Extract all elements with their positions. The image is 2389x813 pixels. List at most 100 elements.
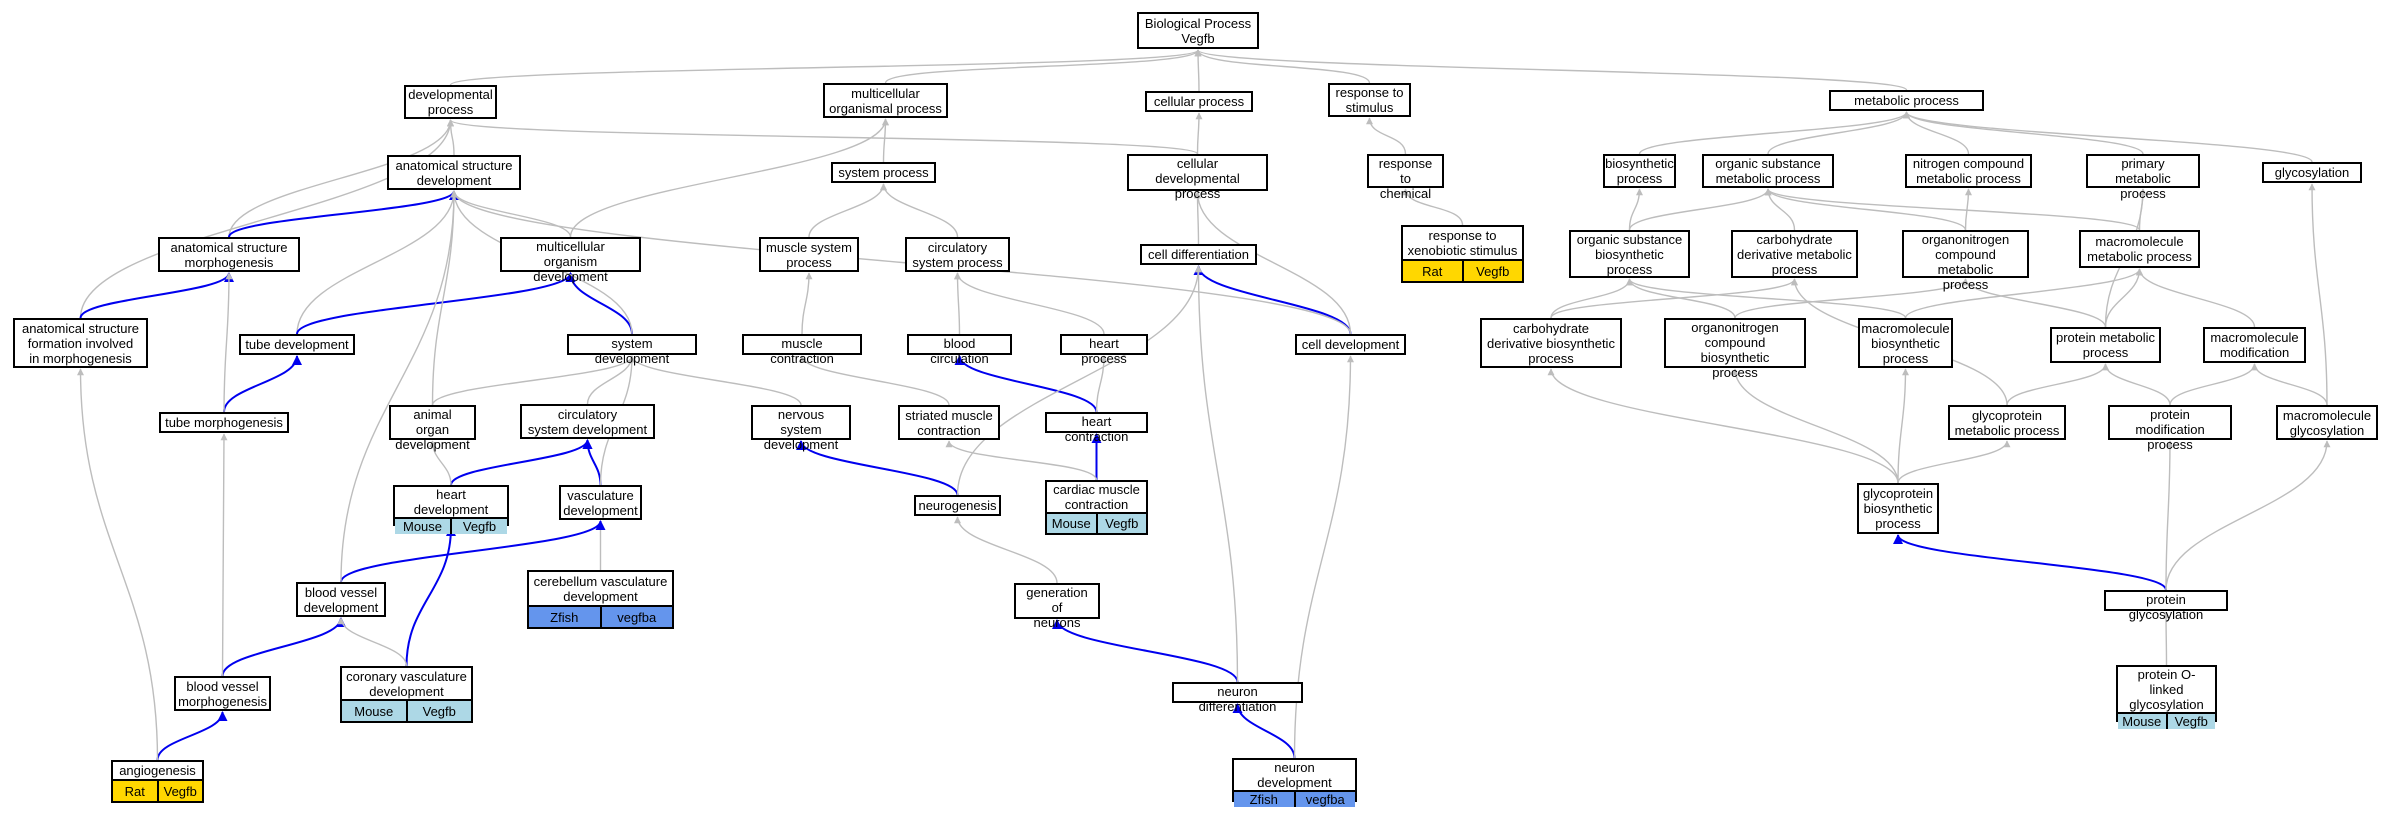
go-term-glycosylation[interactable]: glycosylation xyxy=(2262,162,2362,183)
edge-mop-to-bp xyxy=(884,49,1202,84)
go-term-protein-modification-process[interactable]: protein modification process xyxy=(2108,405,2232,452)
go-term-cellular-developmental-process[interactable]: cellular developmental process xyxy=(1127,154,1268,201)
go-term-blood-vessel-morphogenesis[interactable]: blood vessel morphogenesis xyxy=(174,676,271,711)
edge-dev-to-bp xyxy=(449,49,1202,86)
go-term-label: cerebellum vasculature development xyxy=(533,573,668,604)
gene-tag: vegfba xyxy=(599,607,672,627)
go-term-organic-substance-biosynthetic-process[interactable]: organic substance biosynthetic process xyxy=(1569,230,1690,278)
go-term-generation-of-neurons[interactable]: generation of neurons xyxy=(1014,583,1100,630)
edge-heartd-to-aod xyxy=(429,440,452,486)
go-term-developmental-process[interactable]: developmental process xyxy=(404,85,497,119)
go-term-heart-contraction[interactable]: heart contraction xyxy=(1045,412,1148,444)
go-term-macromolecule-glycosylation[interactable]: macromolecule glycosylation xyxy=(2276,405,2378,440)
edge-ocmp-to-osmp xyxy=(1764,188,1967,231)
go-term-cell-development[interactable]: cell development xyxy=(1295,334,1406,355)
go-term-neurogenesis[interactable]: neurogenesis xyxy=(914,495,1001,516)
go-term-label: cell development xyxy=(1301,337,1400,352)
go-term-anatomical-structure-development[interactable]: anatomical structure development xyxy=(387,155,521,190)
go-term-glycoprotein-metabolic-process[interactable]: glycoprotein metabolic process xyxy=(1948,405,2066,440)
go-term-protein-metabolic-process[interactable]: protein metabolic process xyxy=(2050,327,2161,363)
go-term-label: macromolecule metabolic process xyxy=(2087,234,2192,264)
go-term-cell-differentiation[interactable]: cell differentiation xyxy=(1140,244,1257,265)
edge-mglyc-to-glycos xyxy=(2308,183,2328,406)
go-term-circulatory-system-development[interactable]: circulatory system development xyxy=(520,404,655,439)
go-term-macromolecule-metabolic-process[interactable]: macromolecule metabolic process xyxy=(2079,230,2200,268)
go-term-label: primary metabolic process xyxy=(2115,156,2171,201)
go-term-organic-substance-metabolic-process[interactable]: organic substance metabolic process xyxy=(1702,154,1834,188)
edge-cdp-to-cp xyxy=(1195,112,1203,155)
go-term-anatomical-structure-morphogenesis[interactable]: anatomical structure morphogenesis xyxy=(158,237,300,272)
gene-tag: Vegfb xyxy=(1461,261,1522,281)
go-term-muscle-system-process[interactable]: muscle system process xyxy=(759,237,859,272)
edge-rtc-to-rts xyxy=(1366,117,1407,155)
edge-aod-to-sysd xyxy=(431,355,636,406)
go-term-organonitrogen-compound-metabolic-process[interactable]: organonitrogen compound metabolic proces… xyxy=(1902,230,2029,292)
go-term-label: organonitrogen compound metabolic proces… xyxy=(1921,232,2010,292)
go-term-carbohydrate-derivative-metabolic-process[interactable]: carbohydrate derivative metabolic proces… xyxy=(1731,230,1858,278)
go-term-striated-muscle-contraction[interactable]: striated muscle contraction xyxy=(898,405,1000,440)
go-term-cellular-process[interactable]: cellular process xyxy=(1145,91,1253,112)
go-term-macromolecule-biosynthetic-process[interactable]: macromolecule biosynthetic process xyxy=(1858,318,1953,368)
go-term-protein-glycosylation[interactable]: protein glycosylation xyxy=(2104,590,2228,622)
go-term-primary-metabolic-process[interactable]: primary metabolic process xyxy=(2086,154,2200,201)
go-term-animal-organ-development[interactable]: animal organ development xyxy=(389,405,476,452)
go-term-multicellular-organism-development[interactable]: multicellular organism development xyxy=(500,237,641,284)
go-term-heart-process[interactable]: heart process xyxy=(1060,334,1148,366)
go-term-glycoprotein-biosynthetic-process[interactable]: glycoprotein biosynthetic process xyxy=(1857,483,1939,534)
go-term-label: protein O-linked glycosylation xyxy=(2129,667,2204,712)
edge-mod-to-asd xyxy=(450,190,572,238)
go-term-vasculature-development[interactable]: vasculature development xyxy=(559,485,642,520)
edge-ndev-to-nd xyxy=(1232,703,1296,759)
gene-tag: Vegfb xyxy=(1095,514,1146,533)
go-term-label: muscle contraction xyxy=(770,336,834,366)
go-term-anatomical-structure-formation-involved-in-morphogenesis[interactable]: anatomical structure formation involved … xyxy=(13,318,148,368)
edge-bvd-to-asd xyxy=(340,190,458,583)
go-term-blood-circulation[interactable]: blood circulation xyxy=(907,334,1012,366)
go-term-neuron-differentiation[interactable]: neuron differentiation xyxy=(1172,682,1303,714)
edge-celldev-to-asd xyxy=(450,190,1352,335)
go-term-tube-development[interactable]: tube development xyxy=(239,334,355,355)
go-term-response-to-stimulus[interactable]: response to stimulus xyxy=(1328,83,1411,117)
go-term-blood-vessel-development[interactable]: blood vessel development xyxy=(296,582,386,617)
edge-asf-to-asm xyxy=(79,272,234,319)
edge-hp-to-csp xyxy=(954,272,1105,335)
edge-celldev-to-celld xyxy=(1193,265,1352,335)
edge-angio-to-asf xyxy=(77,368,159,761)
go-term-carbohydrate-derivative-biosynthetic-process[interactable]: carbohydrate derivative biosynthetic pro… xyxy=(1480,318,1622,368)
edge-cvascd-to-heartd xyxy=(405,526,456,667)
go-term-circulatory-system-process[interactable]: circulatory system process xyxy=(905,237,1010,272)
go-term-macromolecule-modification[interactable]: macromolecule modification xyxy=(2203,327,2306,363)
go-term-tube-morphogenesis[interactable]: tube morphogenesis xyxy=(159,412,289,433)
edge-mbp-to-osbp xyxy=(1626,278,1907,319)
go-term-biological-process-vegfb[interactable]: Biological Process Vegfb xyxy=(1137,12,1259,49)
go-term-nitrogen-compound-metabolic-process[interactable]: nitrogen compound metabolic process xyxy=(1905,154,2032,188)
go-term-label: neuron development xyxy=(1257,760,1332,790)
go-term-nervous-system-development[interactable]: nervous system development xyxy=(751,405,851,452)
go-term-system-process[interactable]: system process xyxy=(831,162,936,183)
go-term-label: cellular process xyxy=(1153,94,1245,109)
go-term-multicellular-organismal-process[interactable]: multicellular organismal process xyxy=(823,83,948,118)
gene-tag: Vegfb xyxy=(2165,714,2215,729)
go-term-metabolic-process[interactable]: metabolic process xyxy=(1829,90,1984,111)
go-term-system-development[interactable]: system development xyxy=(567,334,697,366)
go-term-muscle-contraction[interactable]: muscle contraction xyxy=(742,334,862,366)
gene-tag: Vegfb xyxy=(405,701,471,721)
go-term-response-to-chemical[interactable]: response to chemical xyxy=(1367,154,1444,201)
go-term-biosynthetic-process[interactable]: biosynthetic process xyxy=(1603,154,1676,188)
edge-asf-to-dev xyxy=(79,119,454,319)
go-term-organonitrogen-compound-biosynthetic-process[interactable]: organonitrogen compound biosynthetic pro… xyxy=(1664,318,1806,380)
edge-glycos-to-metab xyxy=(1903,111,2313,163)
